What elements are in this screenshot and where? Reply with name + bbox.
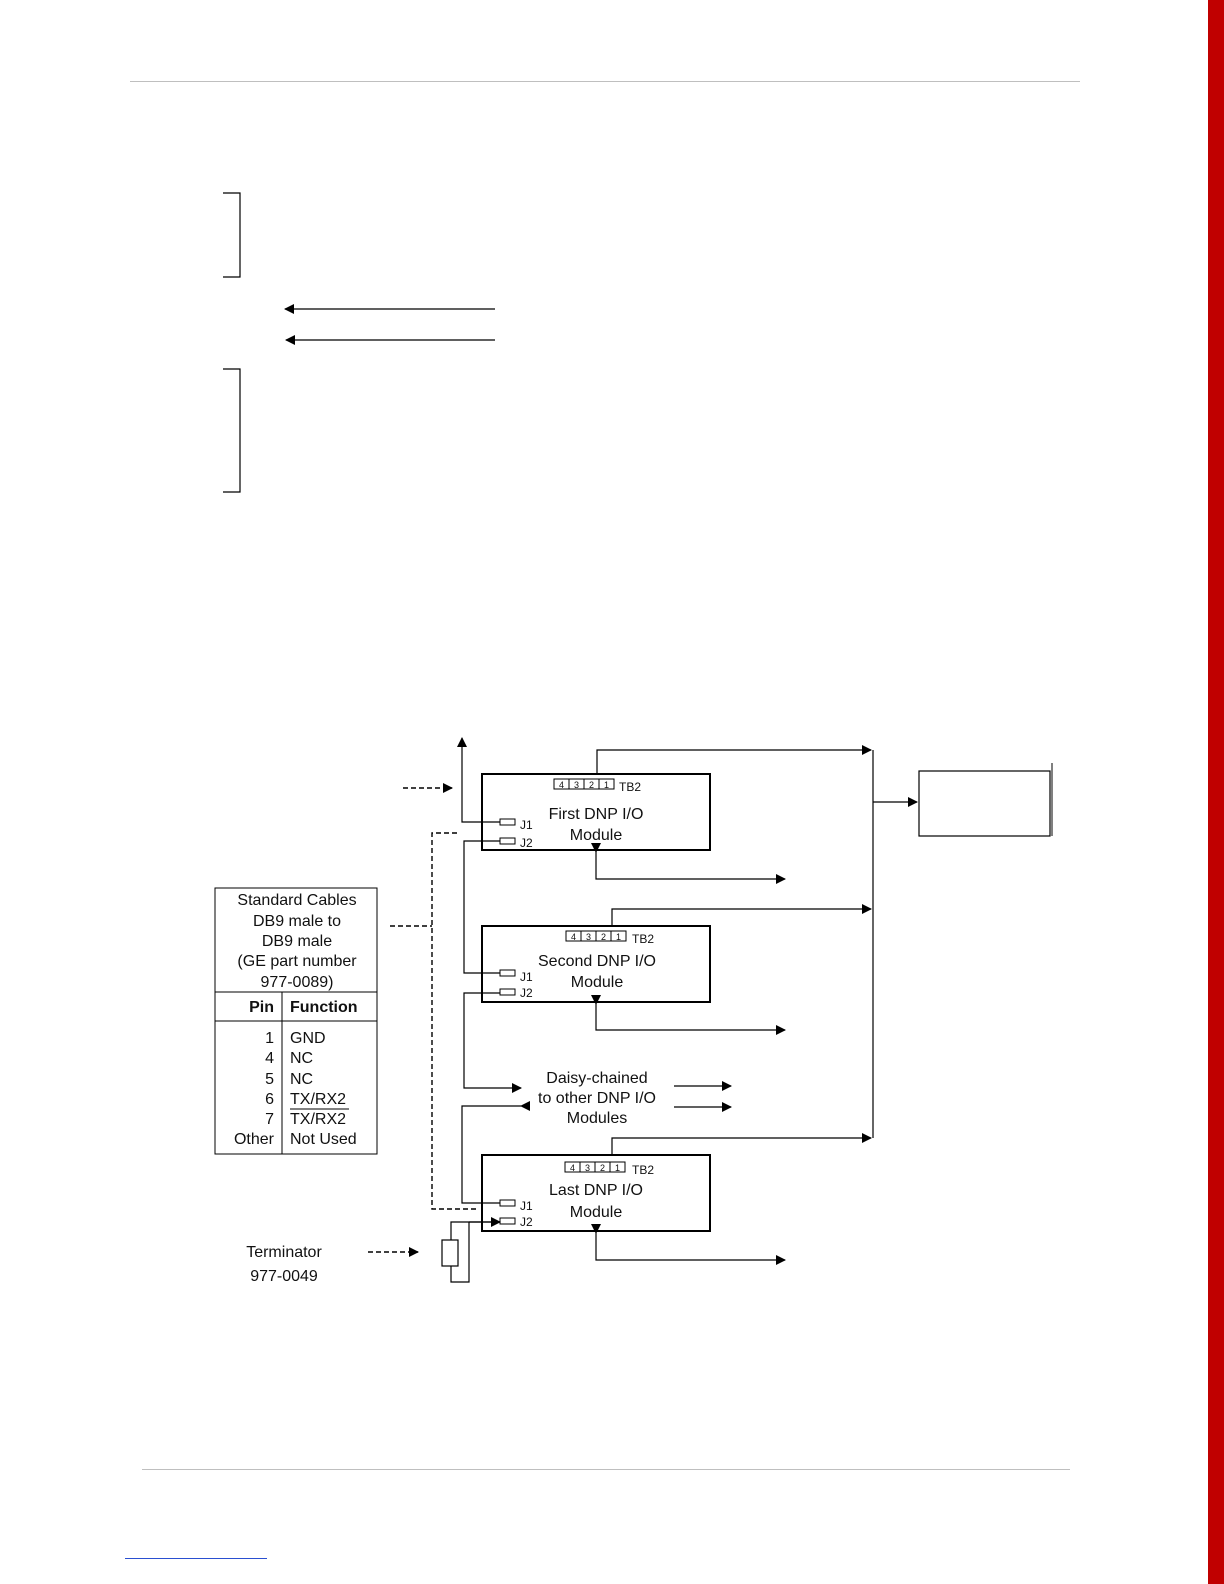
daisy-line-2: to other DNP I/O — [538, 1090, 656, 1107]
daisy-chain-label: Daisy-chained to other DNP I/O Modules — [538, 1070, 656, 1127]
wiring — [457, 737, 918, 1265]
dashed-leaders — [368, 783, 477, 1257]
module-suffix: Module — [570, 1204, 623, 1221]
jack-j1: J1 — [520, 818, 533, 832]
module-suffix: Module — [571, 974, 624, 991]
pin-cell: 6 — [265, 1091, 274, 1108]
module-suffix: Module — [570, 827, 623, 844]
terminal-block-tb2: 4 3 2 1 TB2 — [553, 778, 641, 794]
tb2-pin-4: 4 — [559, 780, 564, 790]
module-last: 4 3 2 1 TB2 Last DNP I/O Module J1 J2 — [481, 1154, 711, 1232]
function-cell: NC — [290, 1071, 313, 1088]
module-name: Second DNP I/O — [538, 953, 656, 970]
tb2-pin-3: 3 — [586, 932, 591, 942]
terminator-part: 977-0049 — [250, 1268, 318, 1285]
header-pin: Pin — [249, 999, 274, 1016]
pin-cell: 7 — [265, 1111, 274, 1128]
tb2-pin-4: 4 — [571, 932, 576, 942]
jack-j2: J2 — [520, 1215, 533, 1229]
upper-bracket-1 — [223, 192, 241, 278]
daisy-line-3: Modules — [567, 1110, 627, 1127]
jack-j2: J2 — [520, 986, 533, 1000]
external-device-box — [918, 763, 1053, 837]
tb2-pin-1: 1 — [616, 932, 621, 942]
footer-link-underline[interactable] — [125, 1558, 267, 1559]
tb2-pin-2: 2 — [589, 780, 594, 790]
upper-bracket-2 — [223, 368, 241, 493]
function-cell: TX/RX2 — [290, 1111, 346, 1128]
tb2-label: TB2 — [619, 780, 641, 794]
cable-title-1: Standard Cables — [237, 892, 356, 909]
terminal-block-tb2: 4 3 2 1 TB2 — [565, 930, 654, 946]
tb2-pin-2: 2 — [600, 1163, 605, 1173]
tb2-pin-2: 2 — [601, 932, 606, 942]
cable-title-2: DB9 male to — [253, 913, 341, 930]
jack-j1: J1 — [520, 1199, 533, 1213]
jack-j1: J1 — [520, 970, 533, 984]
cable-title-4: (GE part number — [237, 953, 357, 970]
module-first: 4 3 2 1 TB2 First DNP I/O Module J1 J2 — [481, 773, 711, 851]
function-cell: GND — [290, 1030, 326, 1047]
function-cell: TX/RX2 — [290, 1091, 346, 1108]
header-rule — [130, 81, 1080, 82]
terminator-label: Terminator 977-0049 — [246, 1244, 322, 1285]
terminator-name: Terminator — [246, 1244, 322, 1261]
terminal-block-tb2: 4 3 2 1 TB2 — [564, 1161, 654, 1177]
module-name: First DNP I/O — [549, 806, 644, 823]
header-function: Function — [290, 999, 358, 1016]
tb2-pin-3: 3 — [585, 1163, 590, 1173]
page-edge-accent-bar — [1208, 0, 1224, 1584]
tb2-label: TB2 — [632, 932, 654, 946]
pin-cell: 1 — [265, 1030, 274, 1047]
cable-title-5: 977-0089) — [261, 974, 334, 991]
tb2-label: TB2 — [632, 1163, 654, 1177]
footer-rule — [142, 1469, 1070, 1470]
tb2-pin-3: 3 — [574, 780, 579, 790]
cable-title-3: DB9 male — [262, 933, 332, 950]
tb2-pin-4: 4 — [570, 1163, 575, 1173]
cable-info-box: Standard Cables DB9 male to DB9 male (GE… — [214, 887, 378, 1155]
terminator-plug — [441, 1217, 501, 1283]
pin-cell: 4 — [265, 1050, 274, 1067]
pin-cell: 5 — [265, 1071, 274, 1088]
module-name: Last DNP I/O — [549, 1182, 643, 1199]
daisy-line-1: Daisy-chained — [546, 1070, 647, 1087]
jack-j2: J2 — [520, 836, 533, 850]
tb2-pin-1: 1 — [604, 780, 609, 790]
pin-cell: Other — [234, 1131, 275, 1148]
module-second: 4 3 2 1 TB2 Second DNP I/O Module J1 J2 — [481, 925, 711, 1003]
tb2-pin-1: 1 — [615, 1163, 620, 1173]
function-cell: Not Used — [290, 1131, 357, 1148]
function-cell: NC — [290, 1050, 313, 1067]
